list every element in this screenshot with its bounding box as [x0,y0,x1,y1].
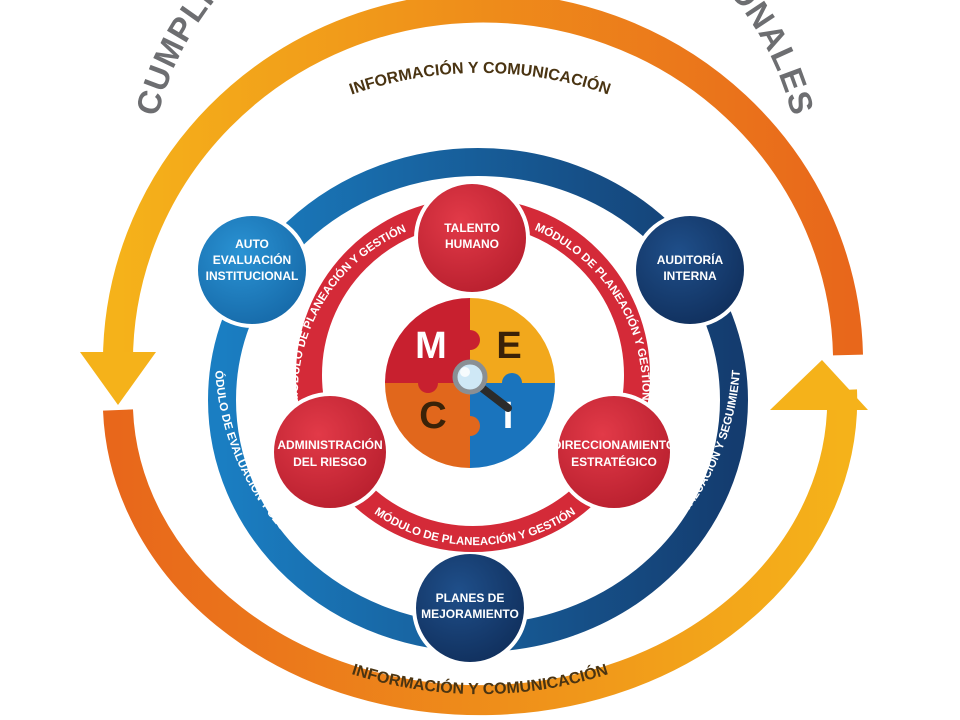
node-auditoria-line-2: INTERNA [663,269,717,283]
meci-letter-e: E [496,325,521,367]
node-planes-line-2: MEJORAMIENTO [421,607,519,621]
node-auto-evaluacion-line-2: EVALUACIÓN [213,252,291,267]
node-riesgo-line-2: DEL RIESGO [293,455,367,469]
information-cycle [80,0,868,716]
meci-quadrant-i [470,383,555,468]
node-riesgo: ADMINISTRACIÓN DEL RIESGO [270,392,390,512]
info-arc-top [102,0,863,371]
node-auditoria: AUDITORÍA INTERNA [632,212,748,328]
meci-notch-right [502,373,522,393]
node-riesgo-circle [270,392,390,512]
meci-notch-bottom [460,416,480,436]
node-planes-line-1: PLANES DE [436,591,505,605]
node-talento: TALENTO HUMANO [414,180,530,296]
node-planes: PLANES DE MEJORAMIENTO [412,550,528,666]
node-planes-circle [412,550,528,666]
node-direccionamiento-line-2: ESTRATÉGICO [571,454,657,469]
node-auto-evaluacion: AUTO EVALUACIÓN INSTITUCIONAL [194,212,310,328]
node-riesgo-line-1: ADMINISTRACIÓN [277,437,382,452]
node-direccionamiento-line-1: DIRECCIONAMIENTO [553,438,675,452]
meci-letter-c: C [419,395,446,437]
meci-quadrant-m [385,298,470,383]
node-talento-line-1: TALENTO [444,221,500,235]
node-auditoria-circle [632,212,748,328]
node-talento-line-2: HUMANO [445,237,499,251]
meci-letter-i: I [503,395,514,437]
node-auto-evaluacion-circle [194,212,310,328]
meci-center: M E C I [380,293,560,473]
node-direccionamiento: DIRECCIONAMIENTO ESTRATÉGICO [553,392,675,512]
info-label-top: INFORMACIÓN Y COMUNICACIÓN [347,59,612,99]
node-auto-evaluacion-line-3: INSTITUCIONAL [206,269,299,283]
magnifying-glass-icon [452,359,512,412]
node-auditoria-line-1: AUDITORÍA [657,252,724,267]
meci-notch-left [418,373,438,393]
meci-notch-top [460,330,480,350]
arrow-head-right [770,360,868,410]
meci-quadrant-e [470,298,555,383]
arrow-head-left [80,352,156,405]
info-arc-bottom [103,389,858,716]
meci-letter-m: M [415,325,447,367]
node-direccionamiento-circle [554,392,674,512]
node-auto-evaluacion-line-1: AUTO [235,237,269,251]
meci-quadrant-c [385,383,470,468]
